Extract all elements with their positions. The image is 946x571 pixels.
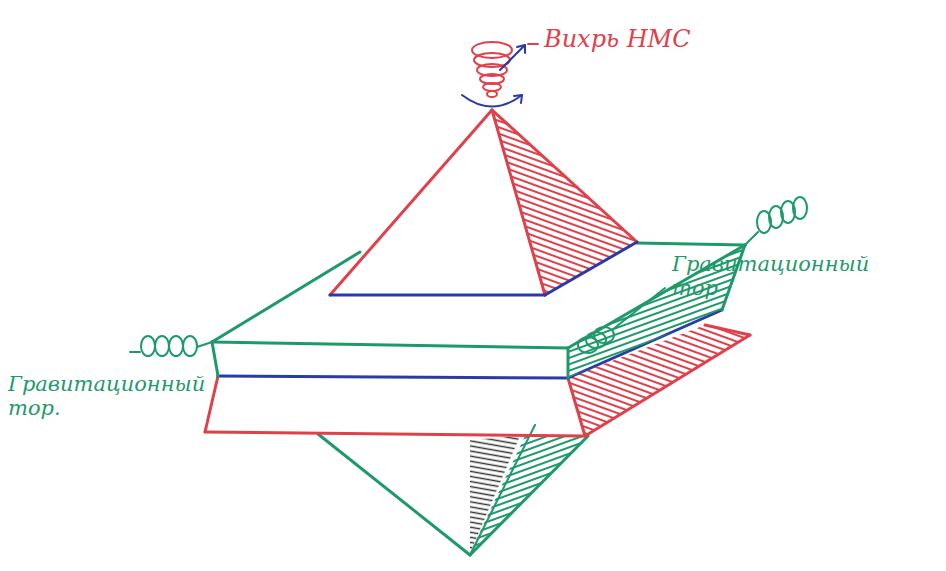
vortex-label: Вихрь НМС bbox=[544, 26, 744, 54]
torus-label: Гравитационный тор. bbox=[8, 372, 193, 420]
torus-label: Гравитационный тор bbox=[672, 252, 857, 300]
